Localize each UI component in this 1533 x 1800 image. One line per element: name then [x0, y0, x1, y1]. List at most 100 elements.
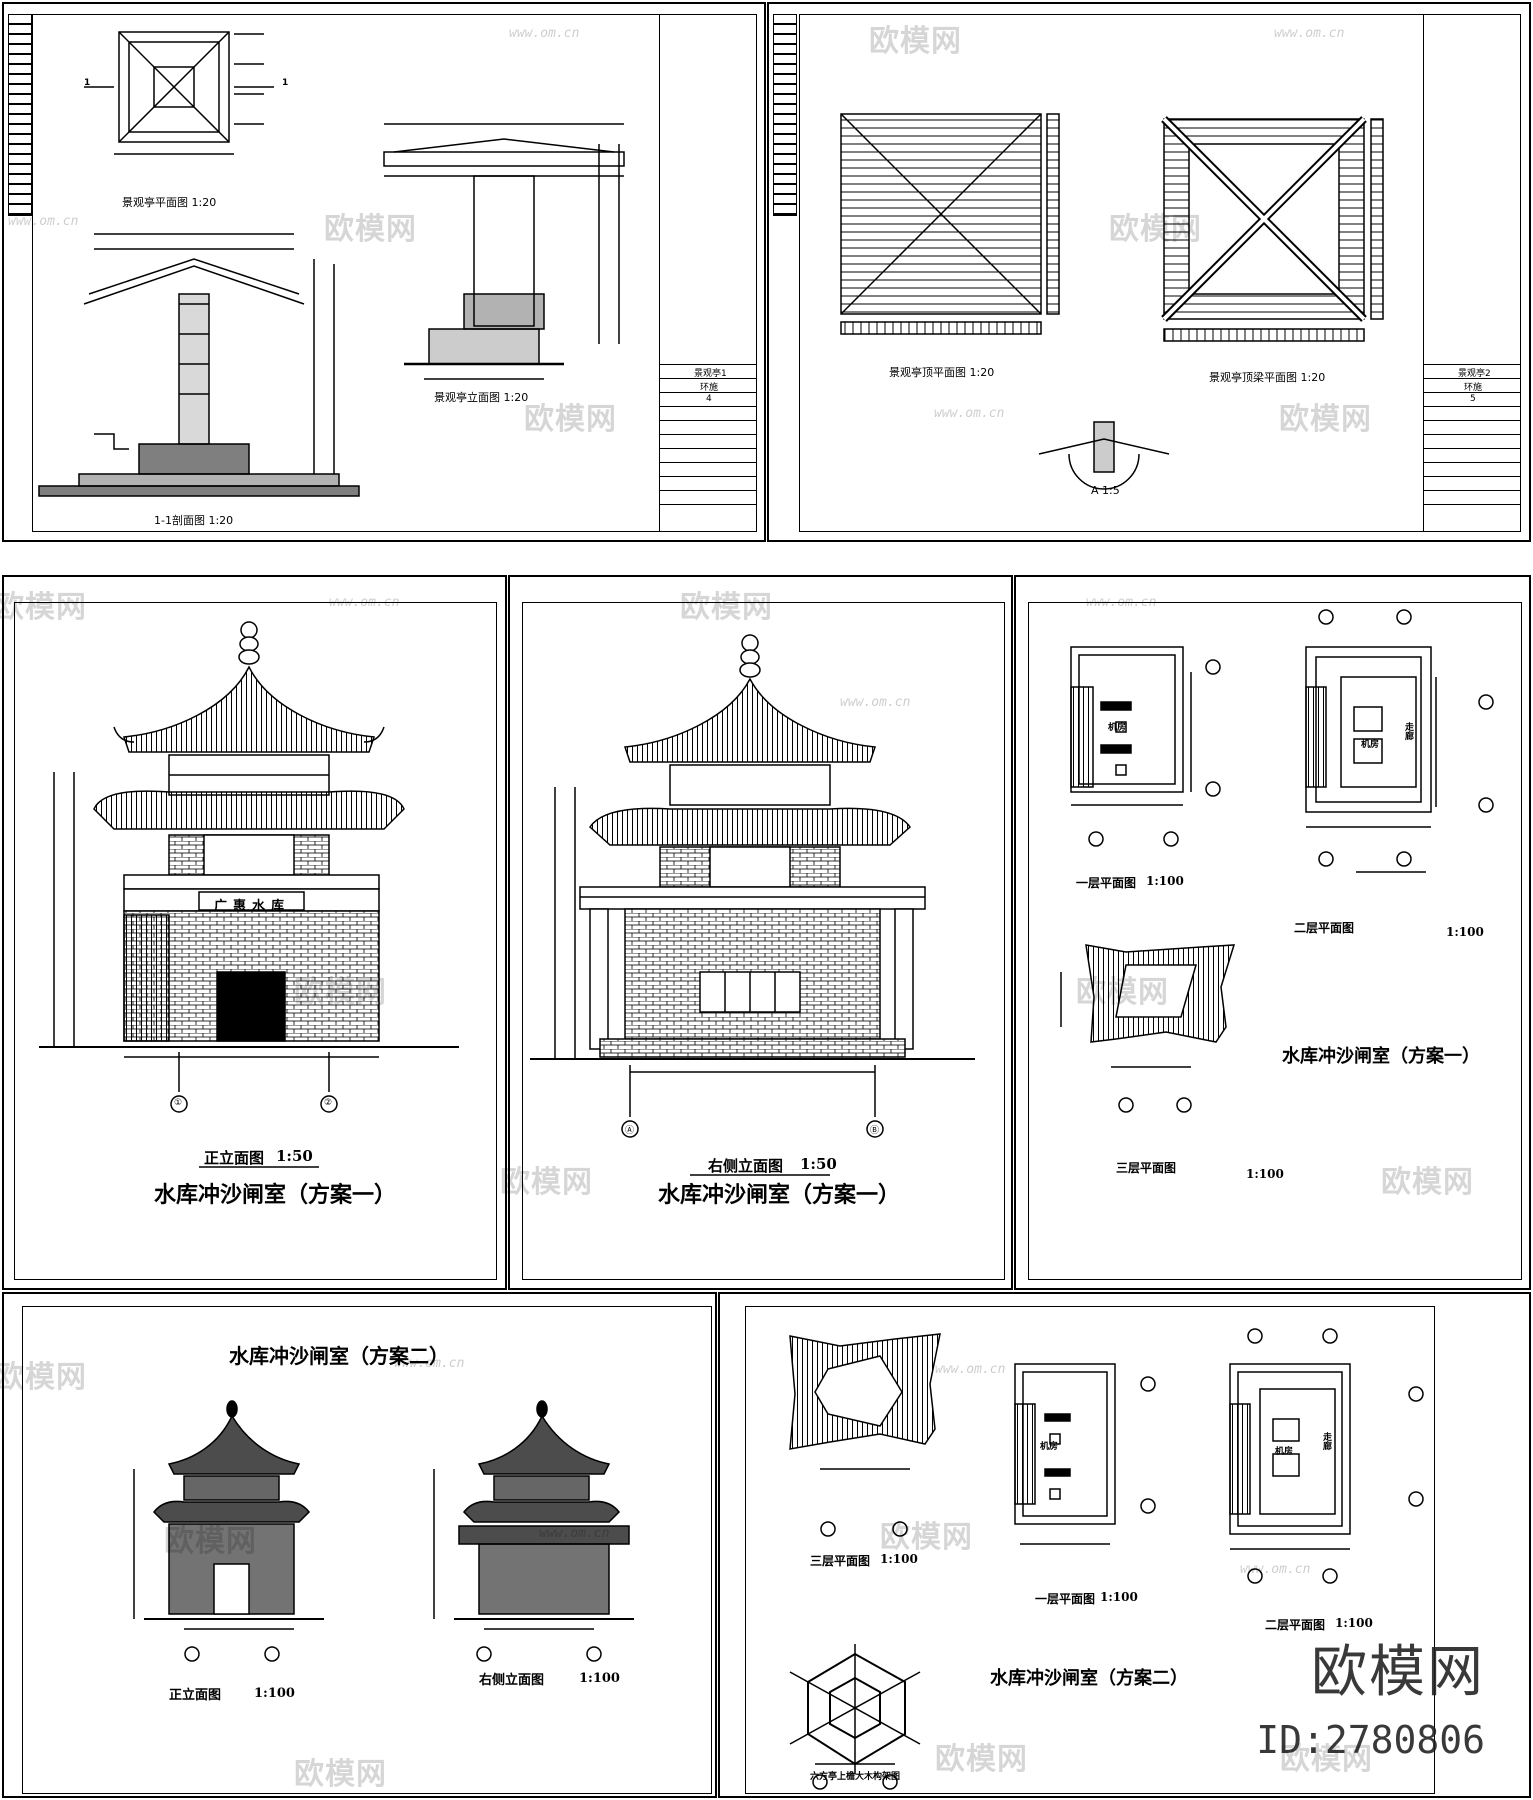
drawing-frame	[32, 14, 757, 532]
sheet-scheme-2-plans: 机房 机房 走廊 三层平面图 1:100 一层平面图 1:100 二层平面图 1…	[718, 1292, 1531, 1798]
roof-frame-title: 六方亭上檐大木构架图	[810, 1772, 901, 1782]
project-title: 水库冲沙闸室（方案二）	[229, 1344, 449, 1368]
sign-text: 广惠水库	[214, 899, 291, 914]
roof-plan-title: 景观亭顶平面图 1:20	[889, 366, 995, 379]
watermark: 欧模网	[1109, 212, 1202, 247]
sheet-pavilion-1: 1 1 景观亭平面图 1:20 景观亭立面图 1:20 1-1剖面图 1:20 …	[2, 2, 766, 542]
binding-strip	[773, 14, 797, 216]
watermark: 欧模网	[935, 1742, 1028, 1777]
front-scale: 1:100	[254, 1686, 295, 1701]
section-title: 1-1剖面图 1:20	[154, 514, 234, 527]
watermark: 欧模网	[869, 24, 962, 59]
plan1-scale: 1:100	[1100, 1590, 1138, 1604]
watermark-url: www.om.cn	[539, 1526, 610, 1541]
title-block-project: 景观亭2	[1458, 369, 1491, 379]
plan2-title: 二层平面图	[1265, 1618, 1326, 1632]
project-title: 水库冲沙闸室（方案一）	[1282, 1046, 1480, 1067]
watermark-url: www.om.cn	[509, 26, 580, 41]
axis-label: Ⓑ	[870, 1126, 880, 1136]
project-title: 水库冲沙闸室（方案一）	[154, 1182, 397, 1208]
brand-stamp: 欧模网	[1311, 1640, 1485, 1705]
title-block-project: 景观亭1	[694, 369, 727, 379]
side-title: 右侧立面图	[479, 1673, 545, 1688]
watermark-url: www.om.cn	[394, 1356, 465, 1371]
title-block: 景观亭1 环施 4	[659, 14, 757, 532]
drawing-scale: 1:50	[276, 1147, 313, 1165]
watermark: 欧模网	[680, 590, 773, 625]
tower-front-elevation	[39, 621, 459, 1168]
plan2-scale: 1:100	[1446, 925, 1484, 939]
title-block-number: 4	[706, 394, 712, 404]
axis-label: ①	[174, 1098, 183, 1108]
cut-mark-left: 1	[84, 78, 91, 88]
sheet-scheme-2-elevations: 水库冲沙闸室（方案二） 正立面图 1:100 右侧立面图 1:100 欧模网 欧…	[0, 1292, 717, 1798]
room-label: 机房	[1040, 1442, 1059, 1452]
watermark: 欧模网	[1076, 975, 1169, 1010]
watermark: 欧模网	[1279, 402, 1372, 437]
roof-frame-title: 景观亭顶梁平面图 1:20	[1209, 371, 1326, 384]
sheet-front-elevation-1: 广惠水库 ① ② 正立面图 1:50 水库冲沙闸室（方案一） 欧模网 欧模网 w…	[0, 575, 507, 1290]
drawing-frame	[1028, 602, 1522, 1280]
watermark: 欧模网	[500, 1165, 593, 1200]
watermark-url: www.om.cn	[934, 406, 1005, 421]
axis-label: Ⓐ	[625, 1126, 635, 1136]
room-label: 机房	[1361, 740, 1380, 750]
side-scale: 1:100	[579, 1671, 620, 1686]
elevation-title: 景观亭立面图 1:20	[434, 391, 529, 404]
roof-plan-drawings	[840, 113, 1384, 490]
watermark-url: www.om.cn	[840, 695, 911, 710]
plan2-scale: 1:100	[1335, 1616, 1373, 1630]
sheet-side-elevation-1: Ⓐ Ⓑ 右侧立面图 1:50 水库冲沙闸室（方案一） 欧模网 欧模网 www.o…	[500, 575, 1013, 1290]
room-label: 机房	[1108, 723, 1127, 733]
id-stamp: ID:2780806	[1256, 1718, 1485, 1762]
project-title: 水库冲沙闸室（方案二）	[990, 1668, 1188, 1689]
watermark: 欧模网	[294, 975, 387, 1010]
watermark: 欧模网	[294, 1757, 387, 1792]
plan1-scale: 1:100	[1146, 874, 1184, 888]
scheme-2-elevations	[133, 1400, 634, 1662]
axis-label: ②	[324, 1098, 333, 1108]
pavilion-drawings	[38, 31, 625, 497]
watermark: 欧模网	[1381, 1165, 1474, 1200]
room-label: 走廊	[1403, 722, 1413, 740]
watermark-url: www.om.cn	[1086, 595, 1157, 610]
front-title: 正立面图	[169, 1688, 222, 1703]
watermark: 欧模网	[0, 590, 87, 625]
room-label: 走廊	[1321, 1432, 1331, 1450]
watermark-url: www.om.cn	[329, 595, 400, 610]
drawing-scale: 1:50	[800, 1155, 837, 1173]
plan2-title: 二层平面图	[1294, 921, 1355, 935]
plan3-title: 三层平面图	[1116, 1161, 1177, 1175]
plan1-title: 一层平面图	[1035, 1592, 1096, 1606]
drawing-frame	[14, 602, 497, 1280]
drawing-title: 右侧立面图	[708, 1157, 784, 1175]
drawing-frame	[22, 1306, 712, 1794]
drawing-frame	[799, 14, 1521, 532]
watermark: 欧模网	[880, 1520, 973, 1555]
watermark: 欧模网	[324, 212, 417, 247]
title-block: 景观亭2 环施 5	[1423, 14, 1521, 532]
title-block-number: 5	[1470, 394, 1476, 404]
plan1-title: 一层平面图	[1076, 876, 1137, 890]
watermark: 欧模网	[1280, 1742, 1373, 1777]
watermark: 欧模网	[164, 1524, 257, 1559]
watermark: 欧模网	[0, 1360, 87, 1395]
scheme-2-plans	[789, 1328, 1424, 1790]
binding-strip	[8, 14, 32, 216]
cut-mark-right: 1	[282, 78, 289, 88]
title-block-type: 环施	[1464, 383, 1483, 393]
drawing-title: 正立面图	[204, 1149, 265, 1167]
watermark-url: www.om.cn	[935, 1362, 1006, 1377]
tower-side-elevation	[530, 634, 975, 1176]
drawing-frame	[745, 1306, 1435, 1794]
project-title: 水库冲沙闸室（方案一）	[658, 1182, 901, 1208]
watermark-url: www.om.cn	[1240, 1562, 1311, 1577]
watermark-url: www.om.cn	[8, 214, 79, 229]
plan3-scale: 1:100	[880, 1552, 918, 1566]
plan-title: 景观亭平面图 1:20	[122, 196, 217, 209]
room-label: 机房	[1275, 1447, 1294, 1457]
plan3-title: 三层平面图	[810, 1554, 871, 1568]
title-block-type: 环施	[700, 383, 719, 393]
sheet-floor-plans-1: 机房 机房 走廊 一层平面图 1:100 二层平面图 1:100 三层平面图 1…	[1014, 575, 1531, 1290]
watermark-url: www.om.cn	[1274, 26, 1345, 41]
